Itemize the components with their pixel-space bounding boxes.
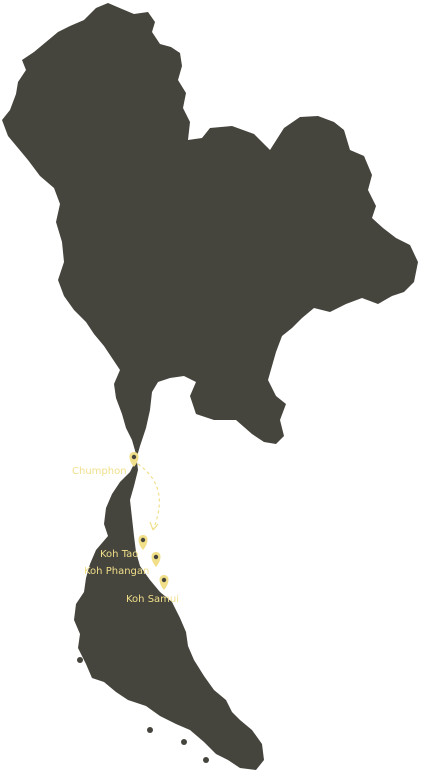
koh-tao-map-pin-icon [138, 535, 148, 550]
map-pin-icon [151, 552, 161, 567]
koh-samui-label: Koh Samui [126, 594, 179, 605]
koh-phangan-map-pin-icon [151, 552, 161, 567]
koh-tao-label: Koh Tao [100, 549, 138, 560]
island [147, 727, 153, 733]
island [203, 757, 209, 763]
island [181, 739, 187, 745]
map-pin-hole [140, 537, 146, 543]
island [115, 685, 121, 691]
map-pin-icon [159, 575, 169, 590]
chumphon-map-pin-icon [129, 452, 139, 467]
island [77, 657, 83, 663]
koh-phangan-label: Koh Phangan [84, 566, 149, 577]
koh-samui-map-pin-icon [159, 575, 169, 590]
map-pin-icon [129, 452, 139, 467]
map-pin-hole [131, 454, 137, 460]
thailand-landmass [2, 3, 418, 770]
map-pin-hole [161, 577, 167, 583]
map-pin-icon [138, 535, 148, 550]
map-pin-hole [153, 554, 159, 560]
chumphon-label: Chumphon [72, 466, 127, 477]
route-arrowhead [149, 521, 159, 531]
route-chumphon-kohtao [137, 463, 160, 531]
